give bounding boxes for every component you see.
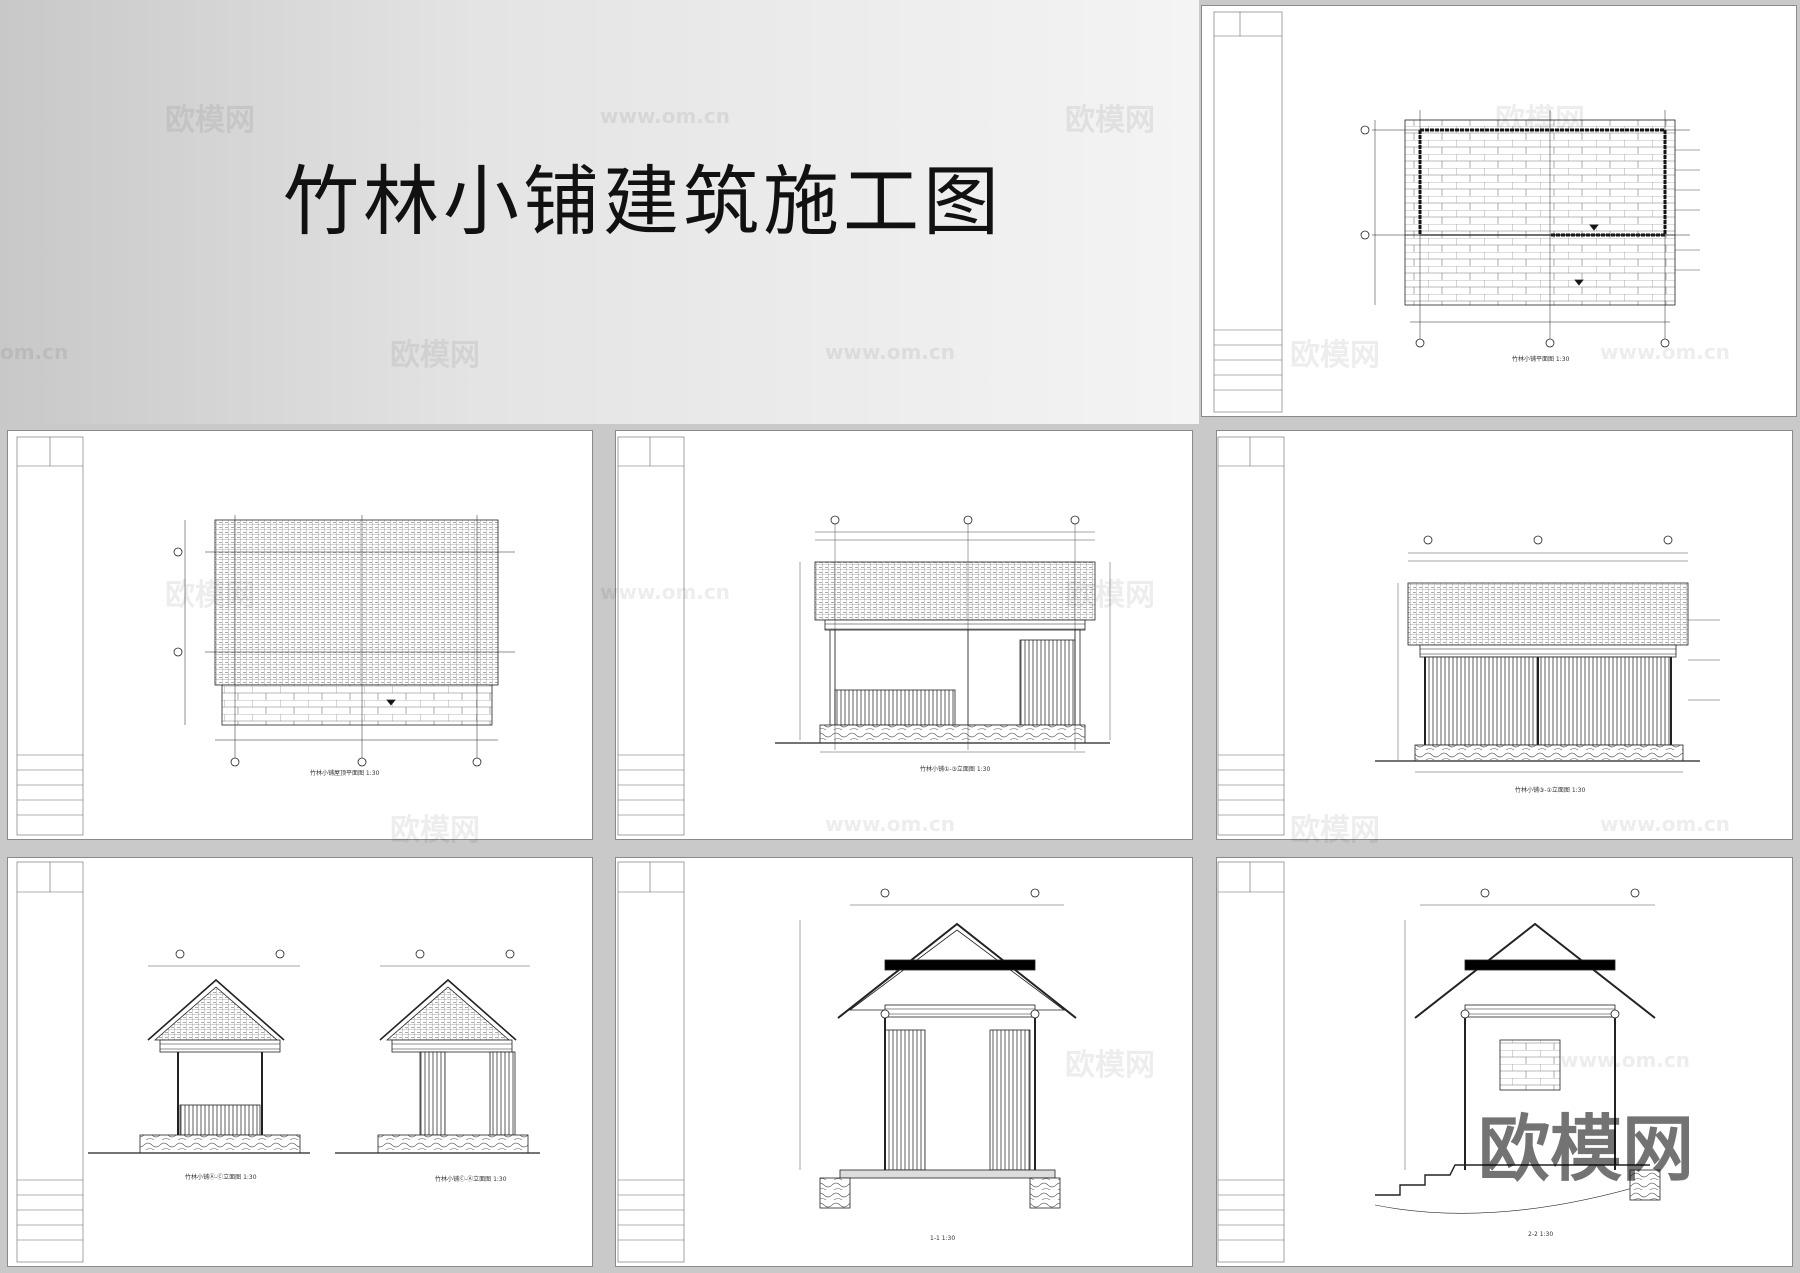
sheet-caption: 竹林小铺①-③立面图 1:30 <box>920 766 991 773</box>
sheet-caption: 竹林小铺Ⓒ-Ⓐ立面图 1:30 <box>435 1176 507 1183</box>
sheet-caption: 竹林小铺Ⓐ-Ⓒ立面图 1:30 <box>185 1174 257 1181</box>
sheet-caption: 1-1 1:30 <box>930 1235 956 1242</box>
page-title: 竹林小铺建筑施工图 <box>283 157 1003 246</box>
front-elevation-drawing <box>775 515 1111 753</box>
section-1-1-drawing <box>799 888 1077 1209</box>
sheet-caption: 竹林小铺屋顶平面图 1:30 <box>310 770 380 777</box>
side-elevation-left-drawing <box>88 949 310 1154</box>
sheet-caption: 竹林小铺平面图 1:30 <box>1512 356 1570 363</box>
roof-plan-drawing <box>173 515 515 767</box>
watermark-logo-text: 欧模网 <box>1478 1107 1695 1191</box>
section-2-2-drawing <box>1374 888 1661 1214</box>
floor-plan-drawing <box>1360 110 1700 348</box>
sheet-caption: 2-2 1:30 <box>1528 1231 1554 1238</box>
side-elevation-right-drawing <box>335 949 540 1154</box>
rear-elevation-drawing <box>1375 535 1720 773</box>
sheet-caption: 竹林小铺③-①立面图 1:30 <box>1515 787 1586 794</box>
